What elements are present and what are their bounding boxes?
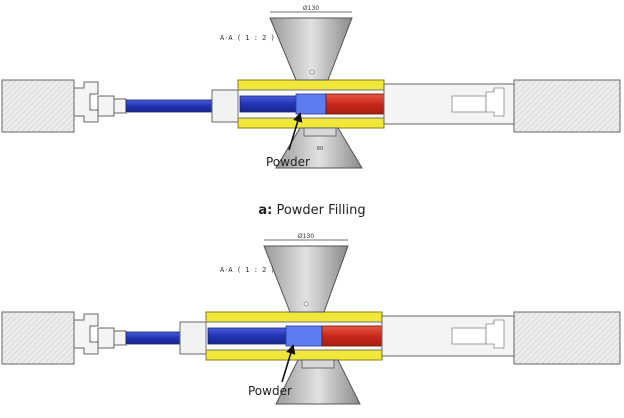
top-collar — [205, 311, 383, 323]
red-plunger-head — [325, 93, 389, 115]
blue-plunger-head — [207, 327, 287, 345]
left-actuator-body — [1, 79, 75, 133]
top-callout-arrow — [288, 112, 303, 151]
top-hopper — [269, 17, 353, 81]
bottom-section-label: A-A ( 1 : 2 ) — [220, 266, 275, 274]
powder-chamber — [285, 325, 323, 347]
left-coupling — [73, 81, 127, 123]
bottom-collar — [205, 349, 383, 361]
bottom-callout-arrow — [281, 344, 296, 383]
blue-plunger-head — [239, 95, 299, 113]
bottom-panel: Ø130 A-A ( 1 : 2 ) Powder — [1, 233, 621, 405]
bottom-callout-label: Powder — [248, 384, 292, 398]
main-housing-left — [211, 89, 243, 123]
bottom-dimension-label: Ø130 — [298, 233, 314, 240]
top-panel: Ø130 60 A-A ( 1 : 2 ) Powder — [1, 5, 621, 169]
left-coupling — [73, 313, 127, 355]
top-section-label: A-A ( 1 : 2 ) — [220, 34, 275, 42]
top-callout-label: Powder — [266, 155, 310, 169]
right-actuator-body — [513, 79, 621, 133]
top-collar — [237, 79, 385, 91]
left-actuator-body — [1, 311, 75, 365]
bottom-collar — [237, 117, 385, 129]
caption-prefix: a: — [258, 203, 273, 218]
lower-dimension-label: 60 — [317, 146, 323, 152]
red-plunger-head — [321, 325, 389, 347]
caption-text: Powder Filling — [276, 203, 366, 218]
top-hopper — [263, 245, 349, 313]
top-dimension-label: Ø130 — [303, 5, 319, 12]
right-actuator-body — [513, 311, 621, 365]
figure-caption: a: Powder Filling — [0, 203, 624, 218]
powder-chamber — [295, 93, 327, 115]
